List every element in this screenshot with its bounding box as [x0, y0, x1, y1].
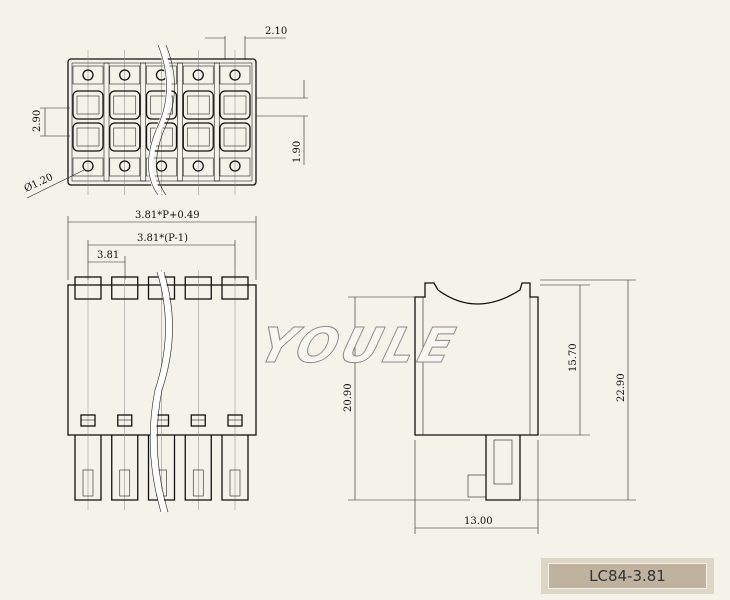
pole-front [74, 270, 102, 510]
dim-side-body-height: 15.70 [540, 284, 590, 436]
dim-2-90: 2.90 [32, 107, 70, 137]
hole [192, 160, 204, 172]
pole-top [219, 50, 251, 195]
dim-label: 20.90 [343, 383, 354, 412]
dim-side-depth: 13.00 [414, 440, 539, 534]
dim-label: 22.90 [616, 373, 627, 402]
pole-top [182, 50, 220, 195]
dim-hole-diameter: Ø1.20 [23, 169, 85, 199]
pole-front [111, 270, 139, 510]
pole-top [109, 50, 147, 195]
hole [82, 69, 94, 81]
dim-front-height: 20.90 [343, 296, 470, 501]
pole-top [72, 50, 110, 195]
top-view [67, 50, 257, 195]
dim-2-10: 2.10 [205, 26, 287, 60]
dim-1-90: 1.90 [256, 80, 308, 165]
model-label: LC84-3.81 [548, 563, 707, 589]
hole [192, 69, 204, 81]
hole [119, 69, 131, 81]
dim-label: 1.90 [292, 141, 303, 163]
dim-label: 13.00 [464, 516, 493, 527]
model-label-box: LC84-3.81 [541, 558, 714, 594]
watermark: YOULE [253, 318, 464, 374]
pole-front [221, 270, 249, 510]
pole-front [184, 270, 212, 510]
hole [119, 160, 131, 172]
dim-label: 2.90 [32, 110, 43, 132]
hole [82, 160, 94, 172]
side-view [414, 282, 539, 501]
dim-label: 3.81*(P-1) [137, 233, 188, 244]
hole [229, 160, 241, 172]
pole-front [147, 270, 176, 510]
dim-label: 2.10 [265, 26, 287, 37]
dim-label: 3.81*P+0.49 [135, 210, 200, 221]
front-view [67, 270, 257, 510]
hole [229, 69, 241, 81]
dim-pitch: 3.81 [88, 250, 126, 280]
dim-side-total-height: 22.90 [522, 279, 636, 501]
dim-label: 3.81 [97, 250, 119, 261]
dim-label: 15.70 [568, 343, 579, 372]
dim-overall-width: 3.81*P+0.49 [67, 210, 257, 280]
break-line [147, 43, 175, 513]
dim-label: Ø1.20 [23, 172, 55, 195]
